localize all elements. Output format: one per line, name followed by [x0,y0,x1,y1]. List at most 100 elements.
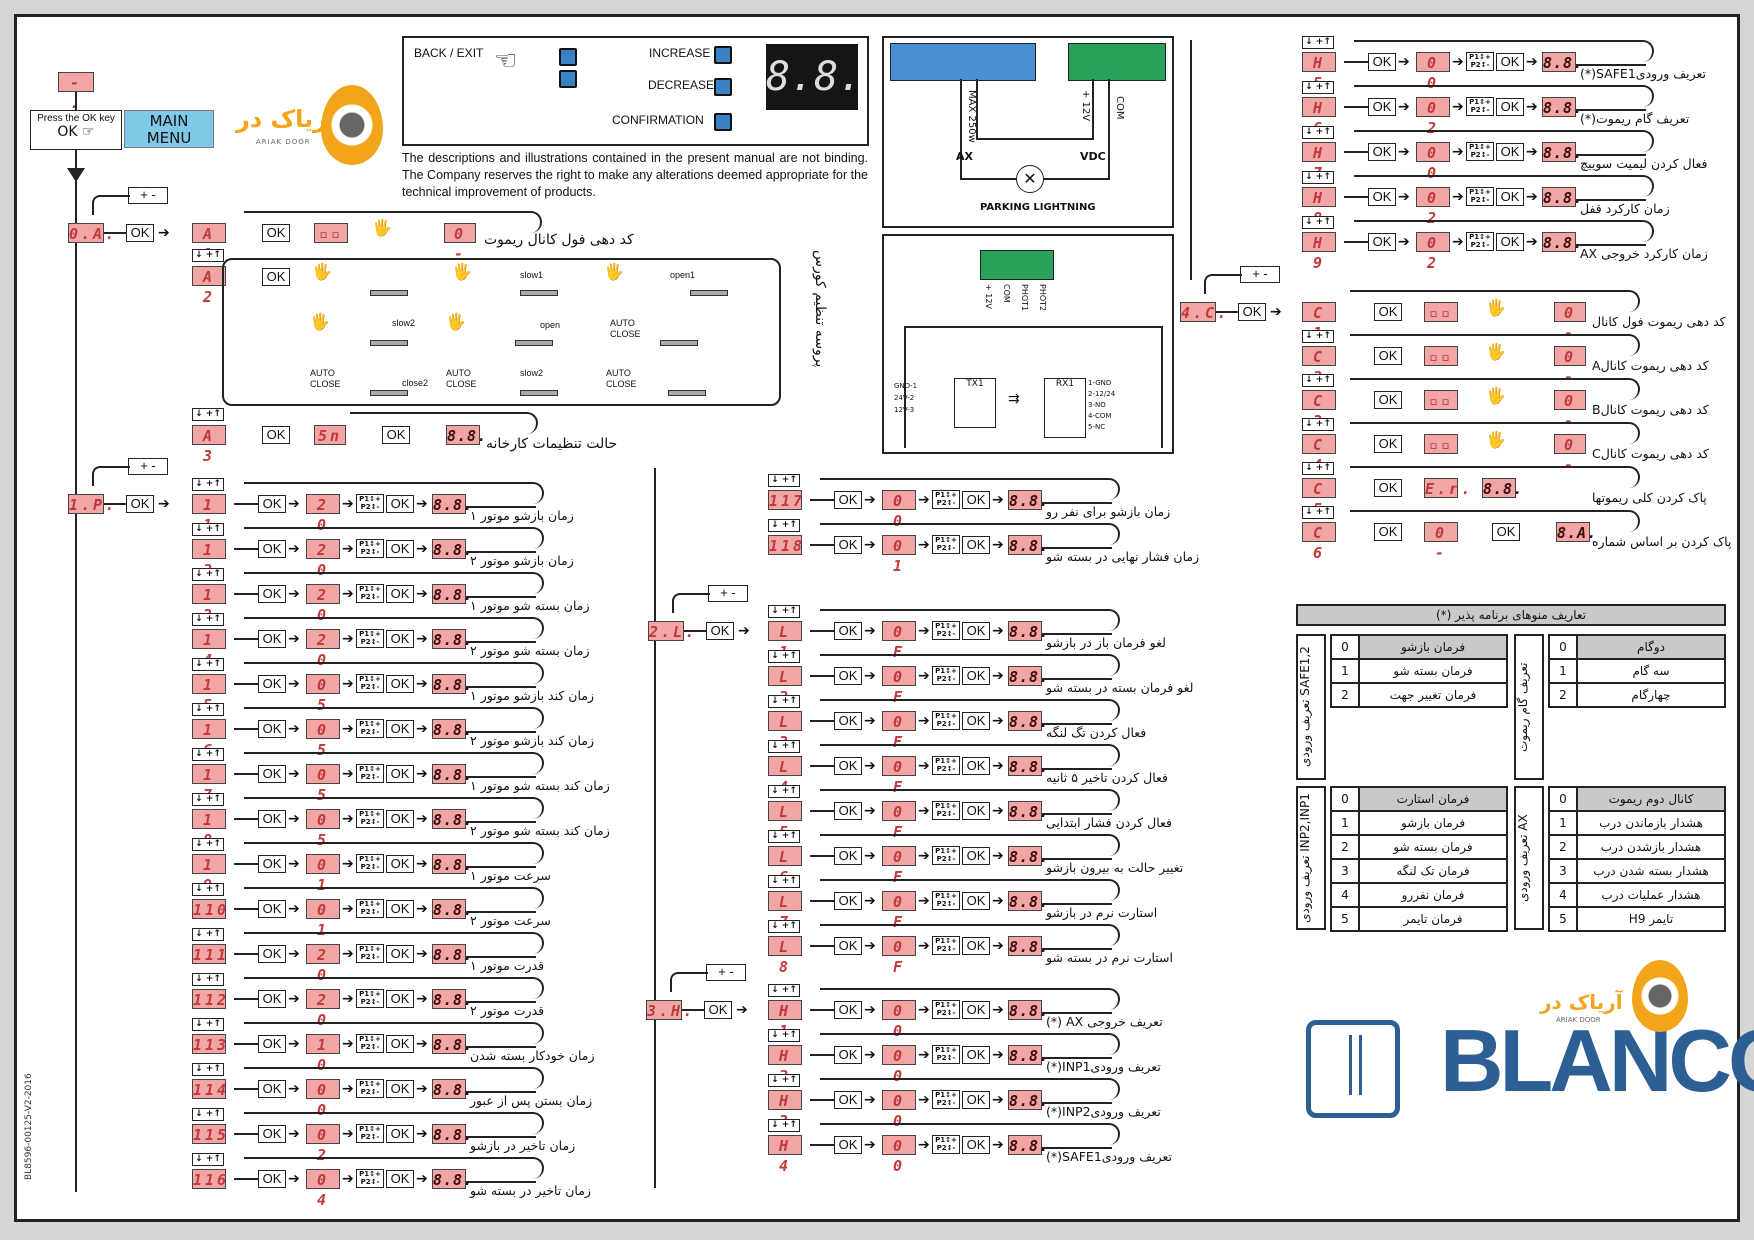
decrease-button[interactable] [714,76,732,96]
ok-key[interactable]: OK [1368,53,1396,71]
p1-p2-adjust-icon[interactable]: P1↕+ P2↕- [1466,52,1494,71]
ok-key[interactable]: OK [962,1001,990,1019]
ok-key[interactable]: OK [962,491,990,509]
menu-code-display[interactable]: A 2 [192,266,226,306]
p1-p2-adjust-icon[interactable]: P1↕+ P2↕- [932,490,960,509]
ok-key[interactable]: OK [258,1080,286,1098]
ok-key[interactable]: OK [258,810,286,828]
menu-code-display[interactable]: L 7 [768,891,802,931]
p1-p2-adjust-icon[interactable]: P1↕+ P2↕- [932,1045,960,1064]
ok-key[interactable]: OK [1238,303,1266,321]
p1-p2-adjust-icon[interactable]: P1↕+ P2↕- [932,666,960,685]
menu-code-display[interactable]: L 3 [768,711,802,751]
ok-key[interactable]: OK [1492,523,1520,541]
ok-key[interactable]: OK [834,536,862,554]
ok-key[interactable]: OK [126,224,154,242]
ok-key[interactable]: OK [962,802,990,820]
menu-code-display[interactable]: C 4 [1302,434,1336,474]
ok-key[interactable]: OK [262,426,290,444]
ok-key[interactable]: OK [258,900,286,918]
p1-p2-adjust-icon[interactable]: P1↕+ P2↕- [356,584,384,603]
ok-key[interactable]: OK [834,667,862,685]
p1-p2-adjust-icon[interactable]: P1↕+ P2↕- [932,1000,960,1019]
ok-key[interactable]: OK [258,1035,286,1053]
ok-key[interactable]: OK [258,945,286,963]
p1-p2-adjust-icon[interactable]: P1↕+ P2↕- [356,674,384,693]
ok-key[interactable]: OK [834,1001,862,1019]
ok-key[interactable]: OK [962,712,990,730]
menu-code-display[interactable]: 1 3 [192,584,226,624]
menu-code-display[interactable]: H 6 [1302,97,1336,137]
ok-key[interactable]: OK [262,224,290,242]
menu-code-display[interactable]: H 4 [768,1135,802,1175]
ok-key[interactable]: OK [962,937,990,955]
menu-root-display[interactable]: 4.C. [1180,302,1230,322]
ok-key[interactable]: OK [386,1125,414,1143]
menu-code-display[interactable]: L 4 [768,756,802,796]
ok-key[interactable]: OK [258,1125,286,1143]
menu-code-display[interactable]: L 6 [768,846,802,886]
menu-code-display[interactable]: 115 [192,1124,230,1144]
menu-code-display[interactable]: 113 [192,1034,230,1054]
ok-key[interactable]: OK [1374,391,1402,409]
ok-key[interactable]: OK [962,536,990,554]
menu-root-display[interactable]: 1.P. [68,494,118,514]
menu-root-display[interactable]: 2.L. [648,621,698,641]
menu-code-display[interactable]: C 1 [1302,302,1336,342]
p1-p2-adjust-icon[interactable]: P1↕+ P2↕- [356,1034,384,1053]
ok-key[interactable]: OK [1374,303,1402,321]
ok-key[interactable]: OK [834,757,862,775]
ok-key[interactable]: OK [258,765,286,783]
ok-key[interactable]: OK [386,630,414,648]
menu-code-display[interactable]: H 7 [1302,142,1336,182]
ok-key[interactable]: OK [386,1170,414,1188]
ok-key[interactable]: OK [1496,98,1524,116]
ok-key[interactable]: OK [386,1080,414,1098]
ok-key[interactable]: OK [1368,188,1396,206]
ok-key[interactable]: OK [1368,143,1396,161]
menu-code-display[interactable]: 116 [192,1169,230,1189]
ok-key[interactable]: OK [962,622,990,640]
ok-key[interactable]: OK [1374,479,1402,497]
p1-p2-adjust-icon[interactable]: P1↕+ P2↕- [932,535,960,554]
ok-key[interactable]: OK [386,585,414,603]
ok-key[interactable]: OK [386,495,414,513]
menu-code-display[interactable]: 1 8 [192,809,226,849]
p1-p2-adjust-icon[interactable]: P1↕+ P2↕- [932,711,960,730]
ok-key[interactable]: OK [386,855,414,873]
menu-code-display[interactable]: 117 [768,490,806,510]
menu-code-display[interactable]: H 8 [1302,187,1336,227]
p1-p2-adjust-icon[interactable]: P1↕+ P2↕- [356,764,384,783]
p1-p2-adjust-icon[interactable]: P1↕+ P2↕- [932,891,960,910]
menu-code-display[interactable]: H 3 [768,1090,802,1130]
ok-key[interactable]: OK [834,937,862,955]
p1-p2-adjust-icon[interactable]: P1↕+ P2↕- [932,756,960,775]
p1-p2-adjust-icon[interactable]: P1↕+ P2↕- [356,1124,384,1143]
menu-code-display[interactable]: H 9 [1302,232,1336,272]
p1-p2-adjust-icon[interactable]: P1↕+ P2↕- [356,854,384,873]
menu-root-display[interactable]: 3.H. [646,1000,696,1020]
ok-key[interactable]: OK [382,426,410,444]
ok-key[interactable]: OK [704,1001,732,1019]
ok-key[interactable]: OK [962,1091,990,1109]
plus-minus-key[interactable]: + - [708,585,748,602]
p1-p2-adjust-icon[interactable]: P1↕+ P2↕- [932,801,960,820]
menu-code-display[interactable]: L 1 [768,621,802,661]
ok-key[interactable]: OK [962,667,990,685]
ok-key[interactable]: OK [1374,435,1402,453]
plus-minus-key[interactable]: + - [1240,266,1280,283]
p1-p2-adjust-icon[interactable]: P1↕+ P2↕- [356,809,384,828]
ok-key[interactable]: OK [386,675,414,693]
p1-p2-adjust-icon[interactable]: P1↕+ P2↕- [356,989,384,1008]
ok-key[interactable]: OK [834,892,862,910]
ok-key[interactable]: OK [262,268,290,286]
ok-key[interactable]: OK [258,495,286,513]
ok-key[interactable]: OK [962,847,990,865]
plus-minus-key[interactable]: + - [128,458,168,475]
menu-code-display[interactable]: C 2 [1302,346,1336,386]
menu-code-display[interactable]: H 2 [768,1045,802,1085]
menu-code-display[interactable]: 110 [192,899,230,919]
p1-p2-adjust-icon[interactable]: P1↕+ P2↕- [932,621,960,640]
ok-key[interactable]: OK [834,491,862,509]
ok-key[interactable]: OK [834,1136,862,1154]
